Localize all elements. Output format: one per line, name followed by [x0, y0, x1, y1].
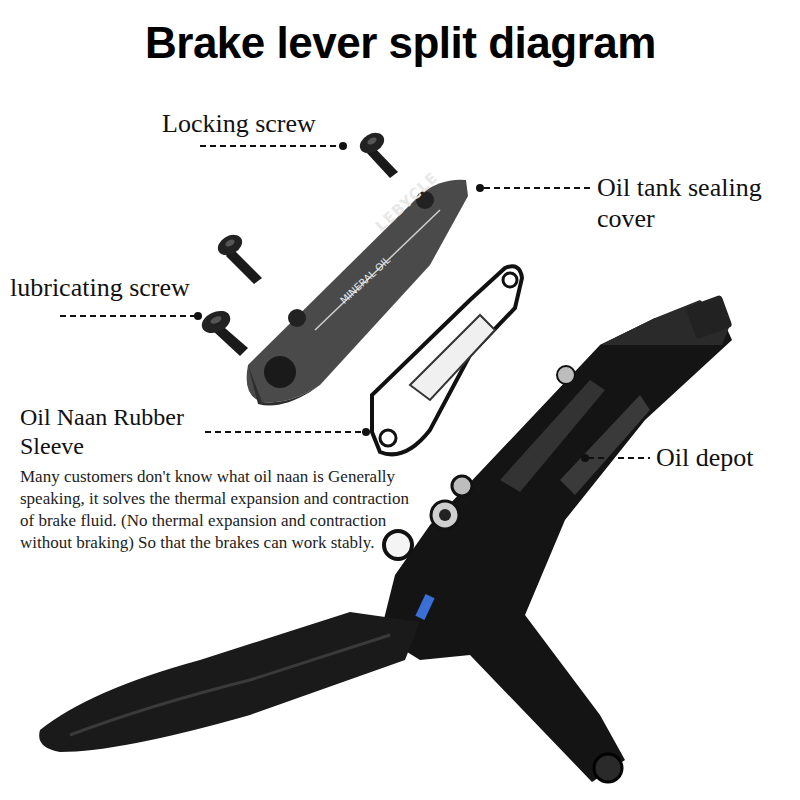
part-label: Locking screw [162, 108, 316, 139]
blade-highlight [70, 635, 390, 735]
bolt-socket [439, 509, 451, 521]
lubricating-screw [198, 307, 248, 356]
part-label: Oil tank sealing cover [597, 172, 762, 234]
part-label: lubricating screw [10, 272, 190, 303]
leader-dots [194, 142, 589, 462]
bolt [452, 476, 472, 496]
locking-screw [356, 129, 398, 178]
bolt [557, 366, 575, 384]
end-bolt [594, 754, 622, 782]
sleeve-hole [380, 430, 396, 446]
sleeve-hole [503, 273, 517, 287]
oil-depot-ridge [560, 395, 650, 495]
cover-hole [288, 309, 306, 327]
pivot-hole [384, 531, 412, 559]
diagram-title: Brake lever split diagram [145, 18, 656, 68]
cover-hole [264, 356, 296, 388]
spring [415, 594, 434, 620]
explanation-note: Many customers don't know what oil naan … [20, 466, 418, 554]
lever-blade [39, 612, 420, 752]
sleeve-membrane [410, 315, 495, 400]
sealing-cover [247, 180, 468, 403]
part-label: Oil depot [656, 442, 754, 473]
clamp-bolt [685, 295, 732, 340]
cover-screw [214, 231, 262, 284]
part-label: Oil Naan Rubber Sleeve [20, 403, 192, 461]
bolt [431, 501, 459, 529]
